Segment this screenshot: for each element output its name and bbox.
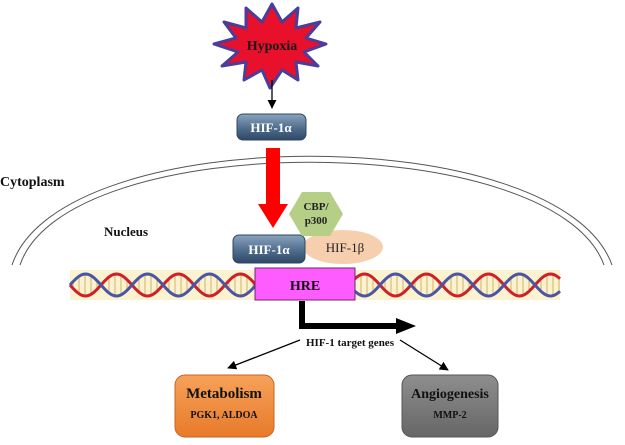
nucleus-label: Nucleus	[104, 224, 148, 239]
hif1b-subunit: HIF-1β	[303, 230, 383, 264]
hif1a-nuclear: HIF-1α	[232, 234, 306, 264]
hre-label: HRE	[290, 279, 320, 294]
transcription-arrow	[299, 301, 416, 334]
angiogenesis-genes: MMP-2	[433, 410, 466, 421]
coactivator-label-line1: CBP/	[303, 201, 329, 213]
coactivator-label-line2: p300	[305, 215, 328, 227]
hif1a-top-label: HIF-1α	[250, 120, 292, 135]
cbp-p300-coactivator: CBP/ p300	[289, 192, 343, 236]
hypoxia-stimulus: Hypoxia	[212, 2, 328, 90]
metabolism-title: Metabolism	[186, 386, 262, 402]
metabolism-box: Metabolism PGK1, ALDOA	[174, 374, 275, 438]
angiogenesis-title: Angiogenesis	[411, 387, 489, 402]
target-genes-label: HIF-1 target genes	[306, 337, 395, 349]
metabolism-genes: PGK1, ALDOA	[190, 410, 258, 421]
hif1a-cytoplasmic: HIF-1α	[236, 113, 307, 141]
angiogenesis-box: Angiogenesis MMP-2	[401, 374, 499, 438]
nuclear-membrane	[11, 155, 613, 266]
starburst-icon	[212, 2, 328, 90]
to-angiogenesis-arrow	[399, 339, 449, 371]
to-metabolism-arrow	[227, 339, 301, 370]
hif1a-bottom-label: HIF-1α	[248, 242, 290, 257]
cytoplasm-label: Cytoplasm	[0, 175, 65, 190]
nuclear-translocation-arrow	[258, 148, 288, 228]
hif1b-label: HIF-1β	[326, 240, 365, 255]
hypoxia-label: Hypoxia	[247, 39, 298, 54]
hre-element: HRE	[254, 267, 356, 301]
